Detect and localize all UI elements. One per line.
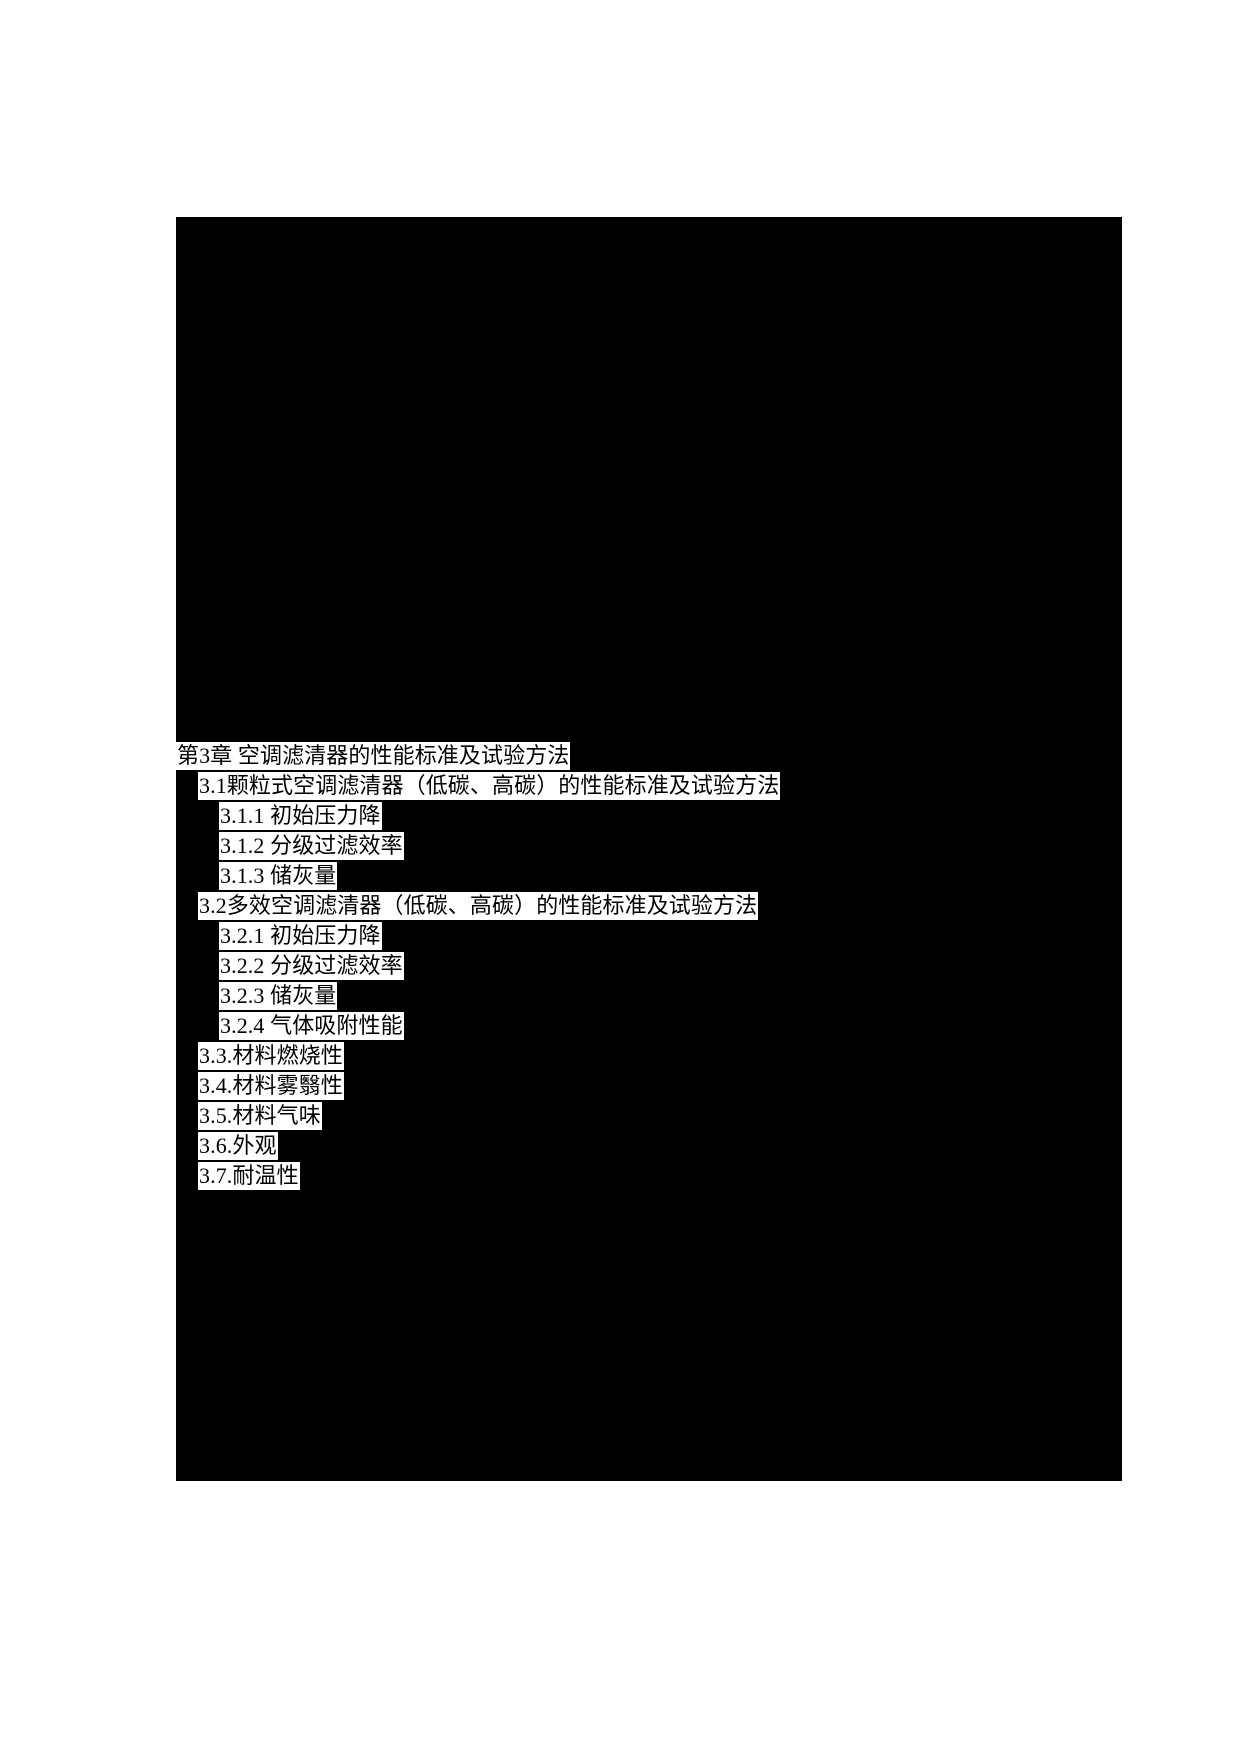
outline-item-label: 3.1颗粒式空调滤清器（低碳、高碳）的性能标准及试验方法: [198, 772, 781, 801]
outline-item-label: 3.2.3 储灰量: [219, 982, 338, 1011]
outline-item-label: 3.1.1 初始压力降: [219, 802, 382, 831]
outline-item[interactable]: 第3章 空调滤清器的性能标准及试验方法: [176, 741, 1122, 771]
outline-item[interactable]: 3.2.4 气体吸附性能: [176, 1011, 1122, 1041]
outline-item[interactable]: 3.7.耐温性: [176, 1161, 1122, 1191]
outline-item-label: 第3章 空调滤清器的性能标准及试验方法: [176, 742, 571, 771]
outline-item-label: 3.2多效空调滤清器（低碳、高碳）的性能标准及试验方法: [198, 892, 759, 921]
outline-item-label: 3.3.材料燃烧性: [198, 1042, 344, 1071]
outline-item-label: 3.2.4 气体吸附性能: [219, 1012, 404, 1041]
outline-item[interactable]: 3.5.材料气味: [176, 1101, 1122, 1131]
blank-upper-region: [176, 217, 1122, 741]
outline-item-label: 3.5.材料气味: [198, 1102, 322, 1131]
outline-item-label: 3.7.耐温性: [198, 1162, 300, 1191]
outline-item[interactable]: 3.2.2 分级过滤效率: [176, 951, 1122, 981]
outline-item-label: 3.1.3 储灰量: [219, 862, 338, 891]
outline-item-label: 3.1.2 分级过滤效率: [219, 832, 404, 861]
outline-item[interactable]: 3.6.外观: [176, 1131, 1122, 1161]
outline-item[interactable]: 3.2.1 初始压力降: [176, 921, 1122, 951]
outline-item-label: 3.2.2 分级过滤效率: [219, 952, 404, 981]
outline-item-label: 3.6.外观: [198, 1132, 278, 1161]
outline-item-label: 3.4.材料雾翳性: [198, 1072, 344, 1101]
outline-item[interactable]: 3.1.1 初始压力降: [176, 801, 1122, 831]
outline-item[interactable]: 3.1颗粒式空调滤清器（低碳、高碳）的性能标准及试验方法: [176, 771, 1122, 801]
outline-item[interactable]: 3.3.材料燃烧性: [176, 1041, 1122, 1071]
outline-item[interactable]: 3.1.2 分级过滤效率: [176, 831, 1122, 861]
outline-item-label: 3.2.1 初始压力降: [219, 922, 382, 951]
outline-item[interactable]: 3.2.3 储灰量: [176, 981, 1122, 1011]
outline-item[interactable]: 3.1.3 储灰量: [176, 861, 1122, 891]
outline-item[interactable]: 3.4.材料雾翳性: [176, 1071, 1122, 1101]
outline-item[interactable]: 3.2多效空调滤清器（低碳、高碳）的性能标准及试验方法: [176, 891, 1122, 921]
